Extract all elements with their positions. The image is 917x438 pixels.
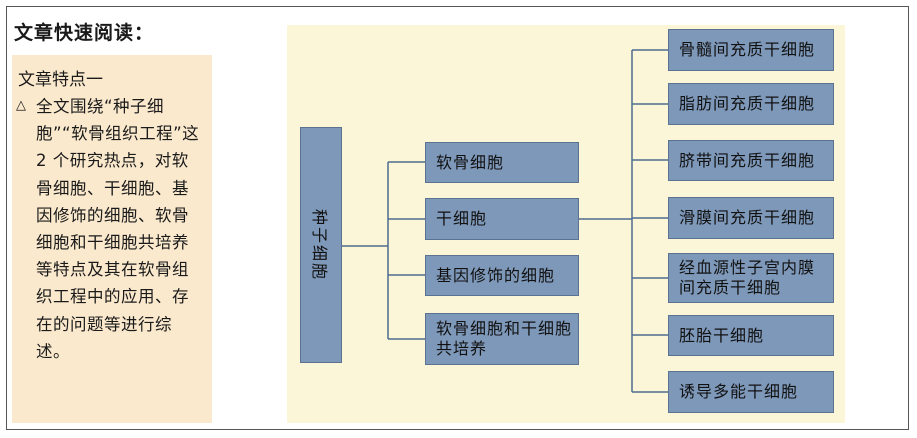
root-node-seed-cells: 种子细胞	[300, 127, 342, 363]
level2-node-menstrual-msc: 经血源性子宫内膜间充质干细胞	[668, 253, 834, 303]
node-label: 滑膜间充质干细胞	[679, 208, 816, 227]
level2-node-embryonic-sc: 胚胎干细胞	[668, 315, 834, 356]
level2-node-bone-marrow-msc: 骨髓间充质干细胞	[668, 29, 834, 71]
level1-node-chondrocyte: 软骨细胞	[425, 142, 579, 183]
root-node-label: 种子细胞	[310, 208, 329, 282]
level2-node-ipsc: 诱导多能干细胞	[668, 371, 834, 413]
node-label: 骨髓间充质干细胞	[679, 40, 816, 59]
node-label: 脐带间充质干细胞	[679, 150, 816, 170]
page-heading: 文章快速阅读：	[14, 22, 155, 44]
triangle-bullet-icon: △	[16, 98, 26, 113]
level2-node-umbilical-msc: 脐带间充质干细胞	[668, 140, 834, 181]
node-label: 软骨细胞和干细胞共培养	[436, 319, 573, 358]
article-features-panel: 文章特点一 △ 全文围绕“种子细胞”“软骨组织工程”这 2 个研究热点，对软骨细…	[12, 55, 212, 423]
node-label: 胚胎干细胞	[679, 325, 765, 345]
node-label: 基因修饰的细胞	[436, 265, 556, 285]
node-label: 干细胞	[436, 209, 488, 228]
page-frame	[6, 6, 909, 430]
level1-node-gene-modified: 基因修饰的细胞	[425, 255, 579, 296]
node-label: 诱导多能干细胞	[679, 382, 799, 401]
node-label: 脂肪间充质干细胞	[679, 94, 816, 113]
level2-node-synovial-msc: 滑膜间充质干细胞	[668, 197, 834, 239]
node-label: 软骨细胞	[436, 152, 505, 172]
panel-body-text: 全文围绕“种子细胞”“软骨组织工程”这 2 个研究热点，对软骨细胞、干细胞、基因…	[36, 97, 200, 361]
level1-node-stem-cell: 干细胞	[425, 198, 579, 240]
node-label: 经血源性子宫内膜间充质干细胞	[679, 258, 816, 297]
level1-node-coculture: 软骨细胞和干细胞共培养	[425, 313, 579, 365]
panel-title: 文章特点一	[18, 70, 103, 90]
level2-node-adipose-msc: 脂肪间充质干细胞	[668, 83, 834, 125]
